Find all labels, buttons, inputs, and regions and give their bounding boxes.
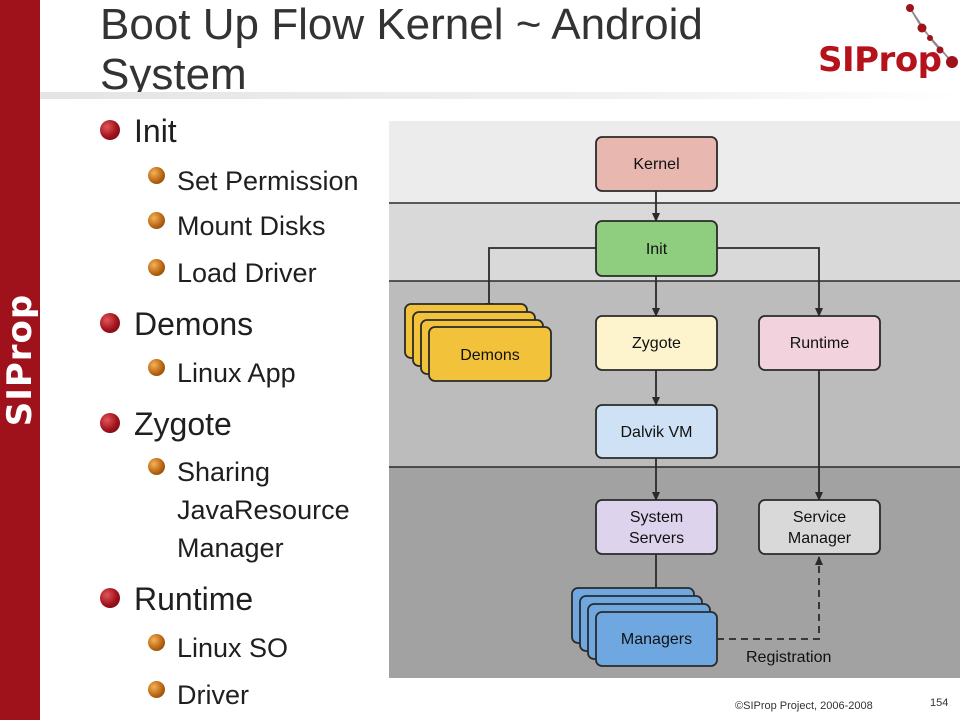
bullet-item: Zygote bbox=[100, 405, 232, 443]
bullet-item: Set Permission bbox=[148, 162, 359, 200]
bullet-text: Runtime bbox=[134, 581, 254, 617]
bullet-item: Driver bbox=[148, 676, 249, 714]
bullet-dot-icon bbox=[100, 120, 120, 140]
edge-init-runtime bbox=[717, 247, 823, 317]
sidebar-brand: SIProp bbox=[0, 293, 40, 427]
node-service-manager-line2: Manager bbox=[788, 530, 852, 547]
sub-bullet-dot-icon bbox=[148, 167, 165, 184]
node-kernel bbox=[595, 136, 718, 192]
sub-bullet-dot-icon bbox=[148, 259, 165, 276]
node-init bbox=[595, 220, 718, 277]
bullet-item: Linux App bbox=[148, 354, 296, 392]
bullet-text: Mount Disks bbox=[177, 211, 326, 241]
node-zygote bbox=[595, 315, 718, 371]
bullet-item: Load Driver bbox=[148, 254, 317, 292]
node-system-servers-line1: System bbox=[630, 509, 683, 526]
sidebar-band: SIProp bbox=[0, 0, 40, 720]
bullet-dot-icon bbox=[100, 413, 120, 433]
slide-title: Boot Up Flow Kernel ~ Android System bbox=[100, 0, 703, 99]
node-dalvik-vm-label: Dalvik VM bbox=[620, 424, 692, 441]
bullet-dot-icon bbox=[100, 313, 120, 333]
node-kernel-label: Kernel bbox=[633, 156, 679, 173]
edge-init-demons bbox=[485, 247, 596, 312]
sub-bullet-dot-icon bbox=[148, 458, 165, 475]
sub-bullet-dot-icon bbox=[148, 212, 165, 229]
bullet-item: Demons bbox=[100, 305, 253, 343]
bullet-item: Linux SO bbox=[148, 629, 288, 667]
boot-flow-diagram: Kernel Init Demons Zygote Runtime Dalvik… bbox=[389, 121, 960, 678]
edge-registration-label: Registration bbox=[746, 649, 831, 666]
node-system-servers-line2: Servers bbox=[629, 530, 684, 547]
logo-molecule-icon bbox=[906, 4, 958, 68]
sub-bullet-dot-icon bbox=[148, 681, 165, 698]
node-service-manager bbox=[758, 499, 881, 555]
node-system-servers bbox=[595, 499, 718, 555]
bullet-text: Linux SO bbox=[177, 633, 289, 663]
bullet-item: Sharing JavaResource Manager bbox=[148, 453, 388, 567]
bullet-text: Demons bbox=[134, 306, 254, 342]
bullet-text: Set Permission bbox=[177, 166, 359, 196]
node-demons-label: Demons bbox=[460, 347, 520, 364]
node-runtime-label: Runtime bbox=[790, 335, 850, 352]
bullet-text: Init bbox=[134, 113, 177, 149]
bullet-item: Init bbox=[100, 112, 177, 150]
node-dalvik-vm bbox=[595, 404, 718, 459]
node-managers bbox=[595, 611, 718, 667]
node-managers-label: Managers bbox=[621, 631, 692, 648]
node-demons bbox=[428, 326, 552, 382]
node-zygote-label: Zygote bbox=[632, 335, 681, 352]
title-divider bbox=[40, 92, 960, 99]
node-runtime bbox=[758, 315, 881, 371]
node-service-manager-line1: Service bbox=[793, 509, 846, 526]
bullet-item: Runtime bbox=[100, 580, 253, 618]
bullet-text: Sharing JavaResource Manager bbox=[177, 457, 350, 563]
footer-copyright: ©SIProp Project, 2006-2008 bbox=[735, 700, 873, 712]
bullet-text: Driver bbox=[177, 680, 249, 710]
logo-wordmark: SIProp bbox=[818, 40, 942, 80]
bullet-text: Linux App bbox=[177, 358, 296, 388]
sub-bullet-dot-icon bbox=[148, 634, 165, 651]
bullet-text: Load Driver bbox=[177, 258, 317, 288]
bullet-text: Zygote bbox=[134, 406, 232, 442]
siprop-logo: SIProp bbox=[812, 0, 960, 90]
edge-registration bbox=[717, 556, 823, 640]
page-number: 154 bbox=[930, 697, 949, 709]
node-init-label: Init bbox=[646, 241, 668, 258]
sub-bullet-dot-icon bbox=[148, 359, 165, 376]
bullet-dot-icon bbox=[100, 588, 120, 608]
bullet-item: Mount Disks bbox=[148, 207, 326, 245]
